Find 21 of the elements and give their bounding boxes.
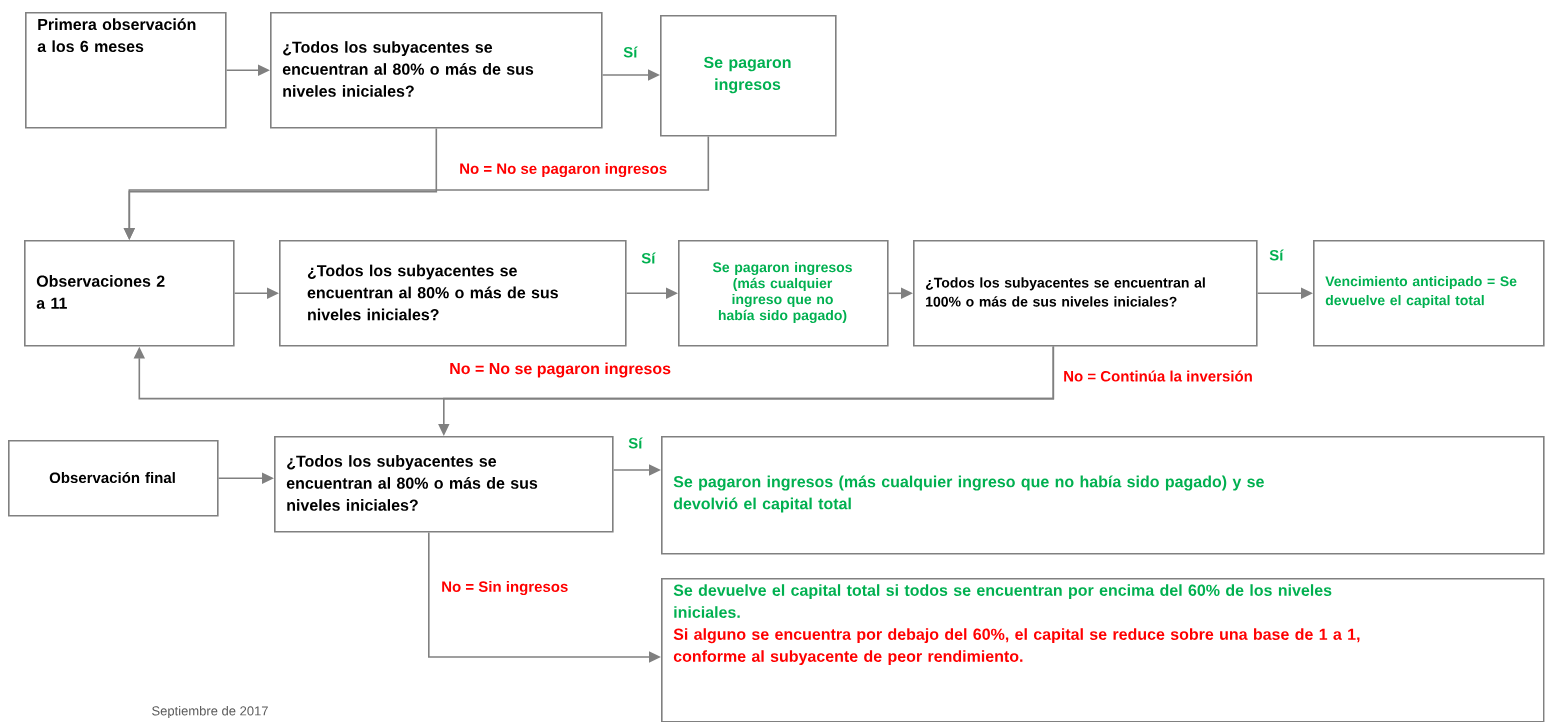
- outcome-box: Se pagaron ingresos: [660, 15, 837, 137]
- decision-box: ¿Todos los subyacentes se encuentran al 80% o más de sus niveles iniciales?: [270, 12, 603, 129]
- edge-label: No = No se pagaron ingresos: [458, 161, 669, 178]
- date-note: Septiembre de 2017: [150, 704, 270, 720]
- decision-box: ¿Todos los subyacentes se encuentran al 80% o más de sus niveles iniciales?: [274, 436, 614, 533]
- edge-label: No = Continúa la inversión: [1062, 369, 1254, 383]
- edge-label: No = Sin ingresos: [440, 579, 570, 596]
- note-text: No = No se pagaron ingresos: [448, 361, 673, 379]
- decision-box: ¿Todos los subyacentes se encuentran al 100% o más de sus niveles iniciales?: [913, 240, 1258, 347]
- edge-label: Sí: [622, 45, 639, 59]
- outcome-box: Se pagaron ingresos (más cualquier ingreso que no había sido pagado) y se devolvió el capital total: [661, 436, 1545, 555]
- outcome-box: Se devuelve el capital total si todos se encuentran por encima del 60% de los niveles iniciales. Si alguno se encuentra por debajo del 60%, el capital se reduce sobre una base de 1 a 1, conforme al subyacente de peor rendimiento.: [661, 578, 1545, 722]
- edge-label: Sí: [1268, 248, 1285, 262]
- decision-box: ¿Todos los subyacentes se encuentran al 80% o más de sus niveles iniciales?: [279, 240, 627, 347]
- edge-label: Sí: [627, 436, 644, 450]
- outcome-box: Vencimiento anticipado = Se devuelve el capital total: [1313, 240, 1545, 347]
- process-box: Observaciones 2 a 11: [24, 240, 235, 347]
- edge-label: Sí: [640, 251, 657, 265]
- process-box: Primera observación a los 6 meses: [25, 12, 227, 129]
- outcome-box: Se pagaron ingresos (más cualquier ingreso que no había sido pagado): [678, 240, 889, 347]
- process-box: Observación final: [8, 440, 219, 517]
